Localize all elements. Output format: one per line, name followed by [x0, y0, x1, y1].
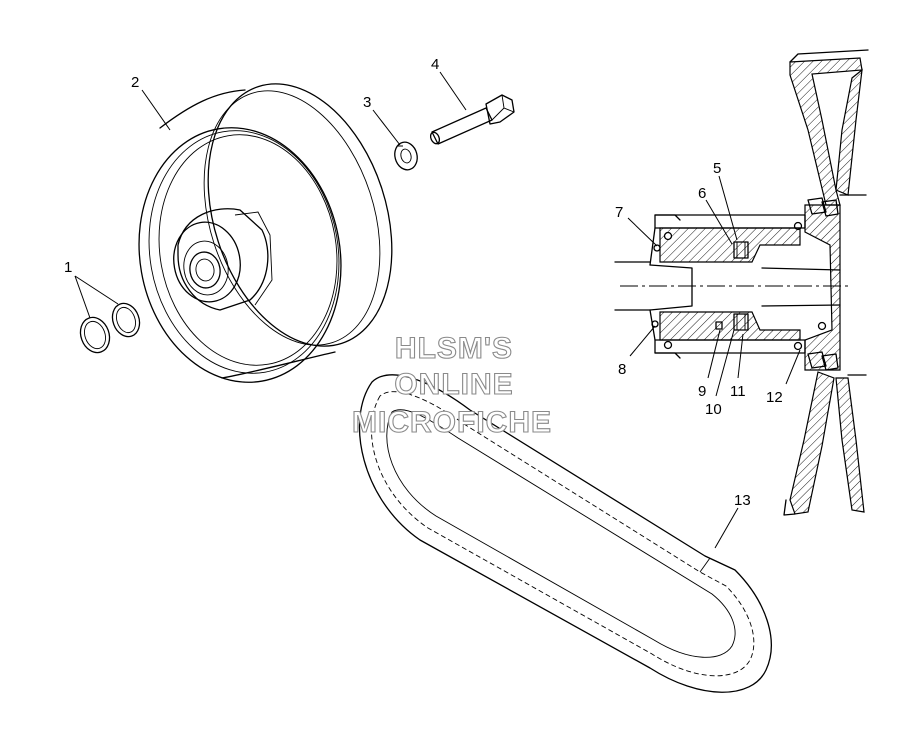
watermark: HLSM'S ONLINE MICROFICHE	[351, 331, 552, 439]
callout-7: 7	[615, 204, 623, 221]
drive-clutch[interactable]	[119, 60, 423, 398]
callout-13: 13	[734, 492, 751, 509]
callout-5: 5	[713, 160, 721, 177]
leader-lines	[74, 71, 801, 549]
callout-8: 8	[618, 361, 626, 378]
callout-11: 11	[730, 383, 746, 400]
watermark-line-1: HLSM'S	[395, 332, 513, 365]
callout-1: 1	[64, 259, 72, 276]
callout-4: 4	[431, 56, 439, 73]
callout-3: 3	[363, 94, 371, 111]
callout-9: 9	[698, 383, 706, 400]
callout-labels: 1 2 3 4 5 6 7 8 9 10 11 12 13	[64, 56, 783, 509]
callout-2: 2	[131, 74, 139, 91]
watermark-line-2: ONLINE	[394, 368, 513, 401]
bolt[interactable]	[429, 94, 515, 145]
callout-12: 12	[766, 389, 783, 406]
drive-belt[interactable]	[358, 374, 772, 693]
o-rings[interactable]	[76, 300, 144, 357]
watermark-line-3: MICROFICHE	[352, 406, 552, 439]
washer[interactable]	[392, 140, 420, 173]
callout-10: 10	[705, 401, 722, 418]
clutch-cross-section[interactable]	[614, 49, 869, 516]
callout-6: 6	[698, 185, 706, 202]
